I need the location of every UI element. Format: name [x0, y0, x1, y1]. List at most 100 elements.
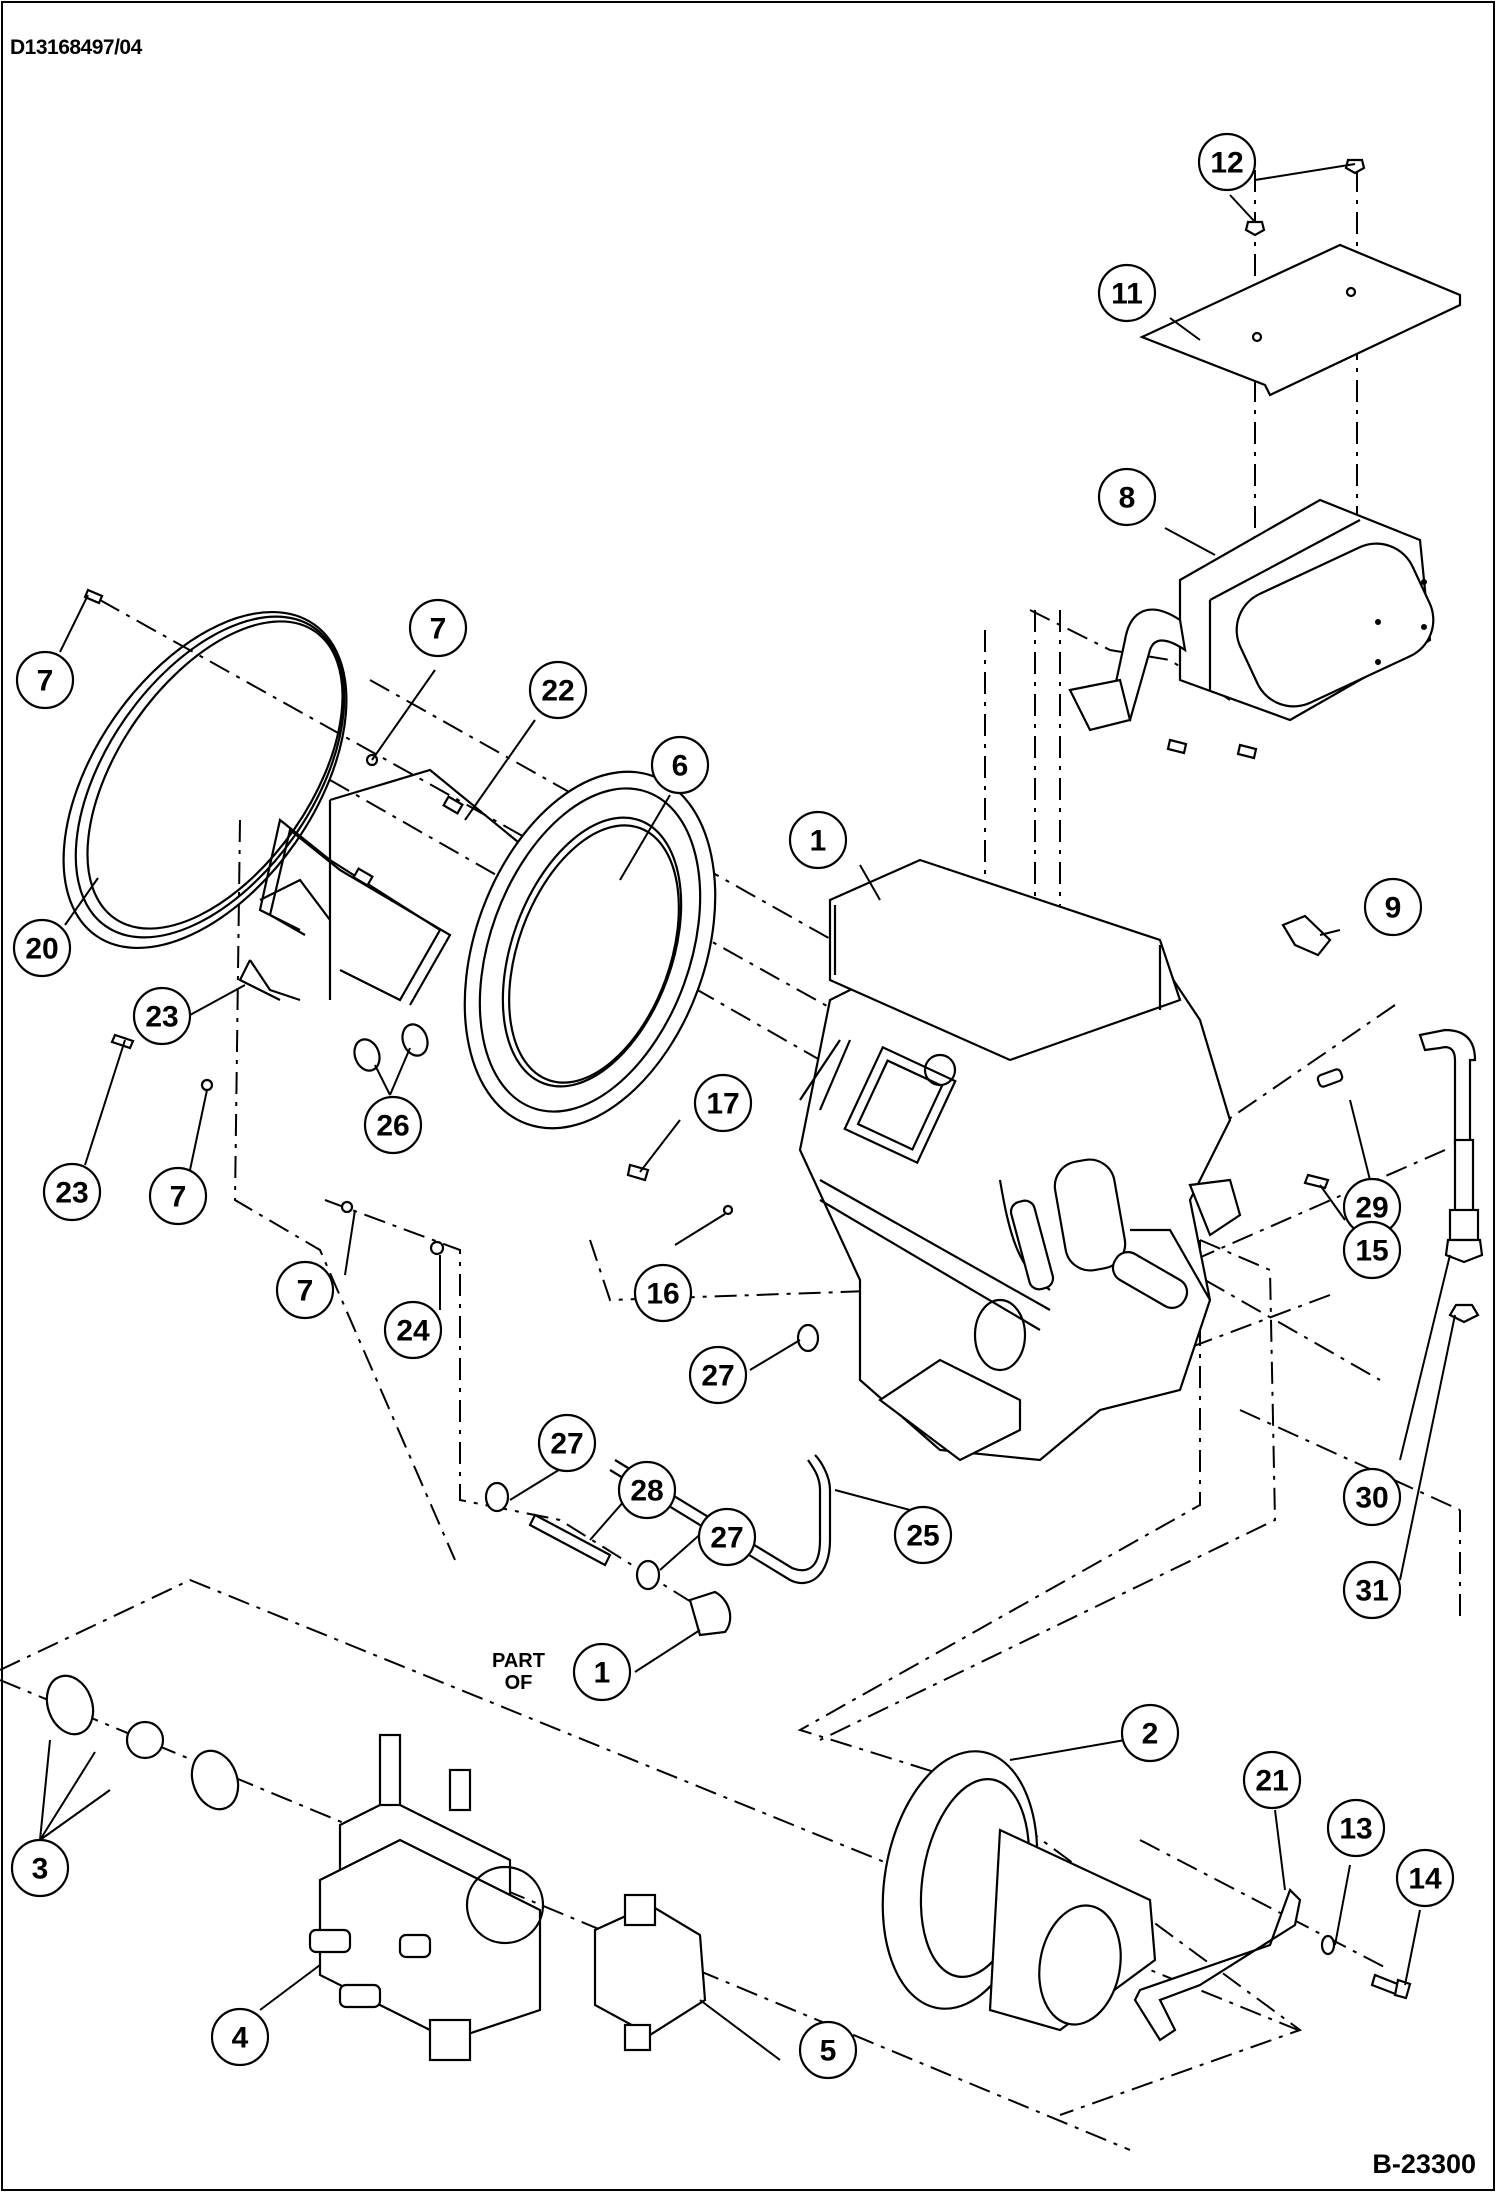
callout-16[interactable]: 16: [633, 1263, 693, 1323]
callout-8-label: 7: [37, 665, 54, 698]
callout-10[interactable]: 9: [1363, 877, 1423, 937]
document-number: D13168497/04: [10, 36, 142, 59]
callout-15-label: 15: [1355, 1235, 1388, 1268]
part-screw-8: [83, 588, 104, 605]
part-clamps-27-upper: [353, 1023, 429, 1072]
leader-lines: [39, 163, 1456, 2061]
part-pump-5: [593, 1893, 707, 2052]
part-sender-10: [1281, 914, 1332, 957]
callout-30-label: 30: [1355, 1482, 1388, 1515]
part-bracket-21: [1133, 1888, 1302, 2042]
part-nut-25: [429, 1240, 445, 1256]
part-clip-17: [626, 1163, 650, 1182]
callout-23[interactable]: 23: [132, 986, 192, 1046]
callout-11[interactable]: 11: [1097, 263, 1157, 323]
callout-8[interactable]: 7: [15, 650, 75, 710]
callout-22-label: 22: [541, 675, 574, 708]
callout-7-top-label: 7: [430, 613, 447, 646]
callout-22[interactable]: 22: [528, 660, 588, 720]
part-pump-valve-4: [308, 1733, 545, 2062]
callout-3-label: 3: [32, 1853, 49, 1886]
callout-16-label: 16: [646, 1278, 679, 1311]
callout-29-label: 29: [1355, 1192, 1388, 1225]
callout-3[interactable]: 3: [10, 1838, 70, 1898]
callout-2-label: 2: [1142, 1718, 1159, 1751]
callout-7-low-label: 7: [297, 1275, 314, 1308]
callout-11-label: 11: [1111, 278, 1143, 311]
part-hose-28: [484, 1481, 732, 1637]
callout-6-label: 6: [672, 750, 689, 783]
callout-25-label: 24: [396, 1315, 430, 1348]
callout-20[interactable]: 20: [12, 918, 72, 978]
callout-27-engine[interactable]: 27: [688, 1345, 748, 1405]
part-muffler-9: [1068, 498, 1435, 760]
part-coupling-3: [45, 1674, 240, 1811]
part-nut-7-mid: [200, 1078, 214, 1092]
callout-14-label: 14: [1408, 1863, 1442, 1896]
callout-28-label: 28: [630, 1475, 663, 1508]
part-of-line1: PART: [492, 1650, 545, 1672]
callout-27-hose-top-label: 27: [550, 1428, 583, 1461]
callout-7-top[interactable]: 7: [408, 598, 468, 658]
callout-5[interactable]: 5: [798, 2020, 858, 2080]
callout-15[interactable]: 15: [1342, 1220, 1402, 1280]
callout-28[interactable]: 28: [617, 1460, 677, 1520]
callout-27-hose-bottom[interactable]: 27: [697, 1507, 757, 1567]
callout-27-hose-bottom-label: 27: [710, 1522, 743, 1555]
callout-13[interactable]: 13: [1326, 1798, 1386, 1858]
callout-24[interactable]: 23: [42, 1162, 102, 1222]
callout-29[interactable]: 29: [1342, 1177, 1402, 1237]
callout-5-label: 5: [820, 2035, 837, 2068]
part-bolt-14: [1370, 1973, 1412, 2000]
callout-14[interactable]: 14: [1395, 1848, 1455, 1908]
part-ring-guard-20: [62, 610, 348, 950]
figure-number: B-23300: [1372, 2149, 1476, 2179]
part-drain-hose-30: [1418, 1028, 1484, 1264]
part-heat-shield-11: [1139, 243, 1462, 397]
callout-4-label: 4: [232, 2022, 249, 2055]
part-key-15: [1303, 1173, 1330, 1190]
callout-31[interactable]: 31: [1342, 1560, 1402, 1620]
part-of-label: PART OF: [492, 1650, 545, 1694]
callout-1-engine[interactable]: 1: [788, 810, 848, 870]
callout-25[interactable]: 24: [383, 1300, 443, 1360]
callout-1-part-of-label: 1: [594, 1657, 611, 1690]
callout-9-label: 8: [1119, 482, 1136, 515]
callout-7-low[interactable]: 7: [275, 1260, 335, 1320]
callout-24-label: 23: [55, 1177, 88, 1210]
callout-7-mid[interactable]: 7: [148, 1166, 208, 1226]
callout-23-label: 23: [145, 1001, 178, 1034]
callout-12[interactable]: 12: [1197, 132, 1257, 192]
callout-12-label: 12: [1210, 147, 1243, 180]
part-of-line2: OF: [504, 1672, 533, 1694]
part-bolt-24: [110, 1033, 135, 1050]
part-fitting-29: [1316, 1068, 1344, 1088]
callout-2[interactable]: 2: [1120, 1703, 1180, 1763]
callout-27-shroud[interactable]: 26: [363, 1095, 423, 1155]
callout-9[interactable]: 8: [1097, 467, 1157, 527]
callout-17[interactable]: 17: [693, 1073, 753, 1133]
part-hose-26: [609, 1323, 832, 1585]
callout-1-part-of[interactable]: 1: [572, 1642, 632, 1702]
callout-27-engine-label: 27: [701, 1360, 734, 1393]
callout-26[interactable]: 25: [893, 1505, 953, 1565]
callout-6[interactable]: 6: [650, 735, 710, 795]
part-nut-7-lower: [340, 1200, 354, 1214]
callout-4[interactable]: 4: [210, 2007, 270, 2067]
callout-27-hose-top[interactable]: 27: [537, 1413, 597, 1473]
part-bolts-12: [1244, 158, 1366, 237]
callout-1-engine-label: 1: [810, 825, 827, 858]
callout-7-mid-label: 7: [170, 1181, 187, 1214]
part-washer-13: [1320, 1934, 1336, 1956]
callout-31-label: 31: [1355, 1575, 1388, 1608]
callout-26-label: 25: [906, 1520, 939, 1553]
callout-21-label: 21: [1255, 1765, 1288, 1798]
callout-21[interactable]: 21: [1242, 1750, 1302, 1810]
callout-30[interactable]: 30: [1342, 1467, 1402, 1527]
callout-10-label: 9: [1385, 892, 1402, 925]
callout-27-shroud-label: 26: [376, 1110, 409, 1143]
part-guard-frame-23: [238, 795, 464, 1006]
callout-20-label: 20: [25, 933, 58, 966]
